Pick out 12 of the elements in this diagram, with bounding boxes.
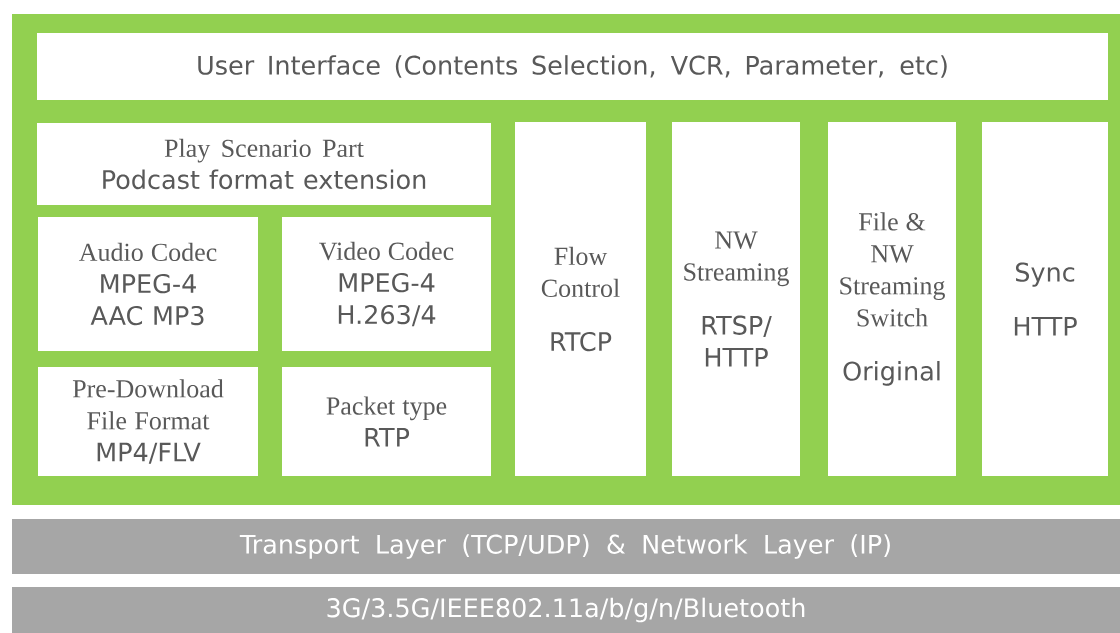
- module-box: Pre-Download File Format MP4/FLV: [38, 367, 258, 476]
- module-box: NW Streaming RTSP/ HTTP: [672, 122, 800, 476]
- module-box: User Interface (Contents Selection, VCR, Parameter, etc): [37, 33, 1108, 100]
- module-box: Flow Control RTCP: [515, 122, 646, 476]
- module-box: Video Codec MPEG-4 H.263/4: [282, 217, 491, 351]
- module-box: File & NW Streaming Switch Original: [828, 122, 956, 476]
- module-box: Packet type RTP: [282, 367, 491, 476]
- layer-bar: 3G/3.5G/IEEE802.11a/b/g/n/Bluetooth: [12, 587, 1120, 633]
- module-box: Sync HTTP: [982, 122, 1108, 476]
- layer-bar: Transport Layer (TCP/UDP) & Network Layer (IP): [12, 519, 1120, 574]
- module-box: Play Scenario Part Podcast format extension: [37, 123, 491, 205]
- module-box: Audio Codec MPEG-4 AAC MP3: [38, 217, 258, 351]
